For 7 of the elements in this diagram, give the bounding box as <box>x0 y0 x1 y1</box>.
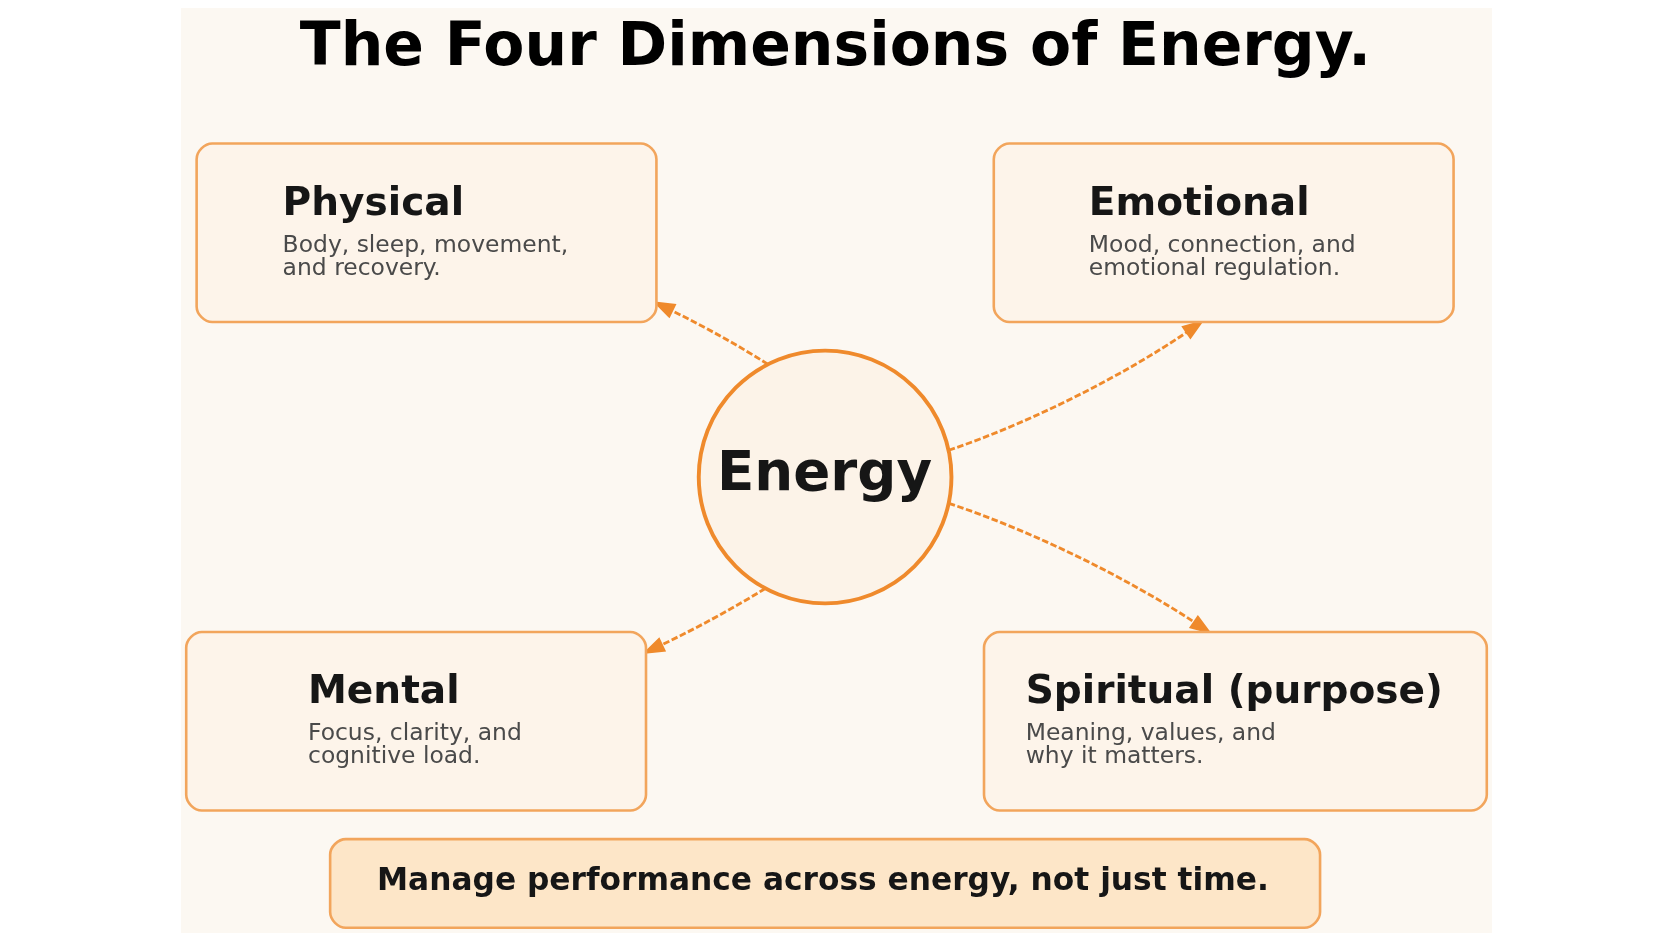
node-box: Emotional Mood, connection, and emotional regulation. <box>991 142 1455 324</box>
node-box: Mental Focus, clarity, and cognitive load. <box>184 630 647 812</box>
node-box: Manage performance across energy, not just time. <box>328 837 1321 929</box>
diagram-title: The Four Dimensions of Energy. <box>299 9 1371 80</box>
node-box: Physical Body, sleep, movement, and recovery. <box>194 142 658 324</box>
node-box: Spiritual (purpose) Meaning, values, and why it matters. <box>982 630 1488 812</box>
node-circle: Energy <box>696 348 953 606</box>
